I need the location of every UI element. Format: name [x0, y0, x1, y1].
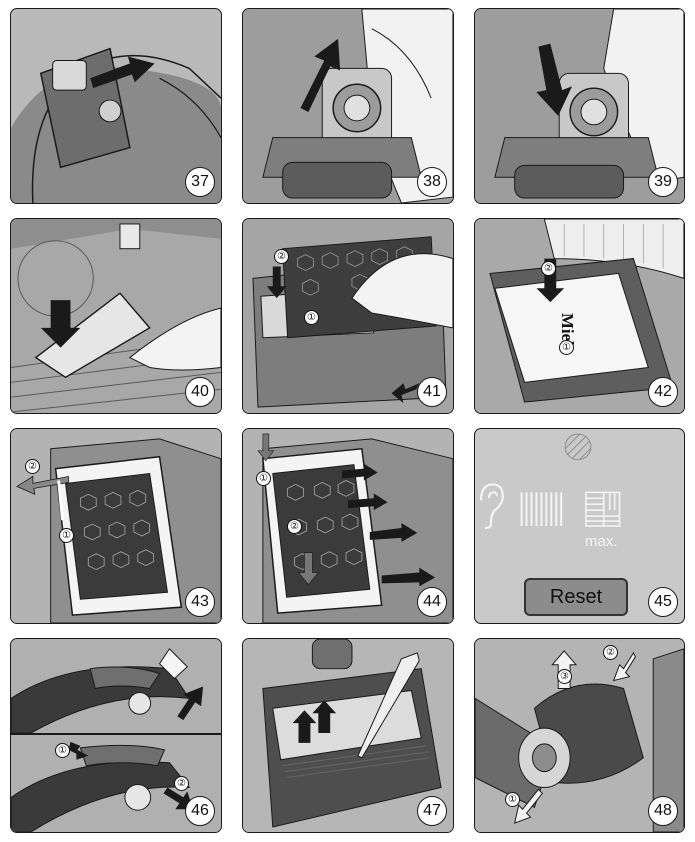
ear-icon	[479, 483, 504, 530]
callout-3: ③	[557, 669, 572, 684]
panel-46: ① ② 46	[10, 638, 222, 833]
panel-39: 39	[474, 8, 685, 204]
figure-number: 45	[648, 587, 678, 617]
panel-47: 47	[242, 638, 454, 833]
panel-48: ③ ② ① 48	[474, 638, 685, 833]
callout-1: ①	[59, 528, 74, 543]
panel-40: 40	[10, 218, 222, 414]
figure-number: 44	[417, 587, 447, 617]
panel-44: ① ② 44	[242, 428, 454, 624]
figure-number: 48	[648, 796, 678, 826]
callout-2: ②	[25, 459, 40, 474]
figure-number: 47	[417, 796, 447, 826]
callout-2: ②	[287, 519, 302, 534]
panel-45: max. Reset 45	[474, 428, 685, 624]
figure-number: 39	[648, 167, 678, 197]
callout-1: ①	[304, 310, 319, 325]
panel-42: Miele ② ① 42	[474, 218, 685, 414]
figure-number: 41	[417, 377, 447, 407]
filter-indicator-icon	[564, 433, 592, 461]
max-label: max.	[585, 533, 618, 550]
callout-1: ①	[559, 340, 574, 355]
callout-1: ①	[256, 471, 271, 486]
figure-number: 43	[185, 587, 215, 617]
exhaust-filter-removal-illustration	[11, 429, 221, 623]
panel-37: 37	[10, 8, 222, 204]
callout-1: ①	[55, 743, 70, 758]
panel-divider	[11, 733, 221, 735]
battery-replacement-illustration	[11, 639, 221, 832]
control-display	[479, 433, 621, 530]
callout-2: ②	[541, 261, 556, 276]
bag-removal-illustration	[243, 9, 453, 203]
callout-1: ①	[505, 792, 520, 807]
figure-number: 42	[648, 377, 678, 407]
brush-removal-illustration	[243, 639, 453, 832]
figure-number: 46	[185, 796, 215, 826]
filter-max-icon	[585, 491, 621, 527]
reset-button[interactable]: Reset	[524, 578, 628, 616]
dustbag-full-icon	[520, 492, 563, 526]
roller-removal-illustration	[475, 639, 684, 832]
filter-insert-illustration: Miele	[475, 219, 684, 413]
bag-change-indicator-illustration	[11, 47, 221, 203]
callout-2: ②	[174, 776, 189, 791]
callout-2: ②	[274, 249, 289, 264]
panel-41: ② ① 41	[242, 218, 454, 414]
figure-number: 38	[417, 167, 447, 197]
figure-number: 40	[185, 377, 215, 407]
exhaust-filter-insert-illustration	[243, 429, 453, 623]
figure-number: 37	[185, 167, 215, 197]
panel-38: 38	[242, 8, 454, 204]
filter-release-illustration	[243, 219, 453, 413]
panel-43: ② ① 43	[10, 428, 222, 624]
motor-filter-illustration	[11, 219, 221, 413]
bag-insertion-illustration	[475, 9, 684, 203]
callout-2: ②	[603, 645, 618, 660]
